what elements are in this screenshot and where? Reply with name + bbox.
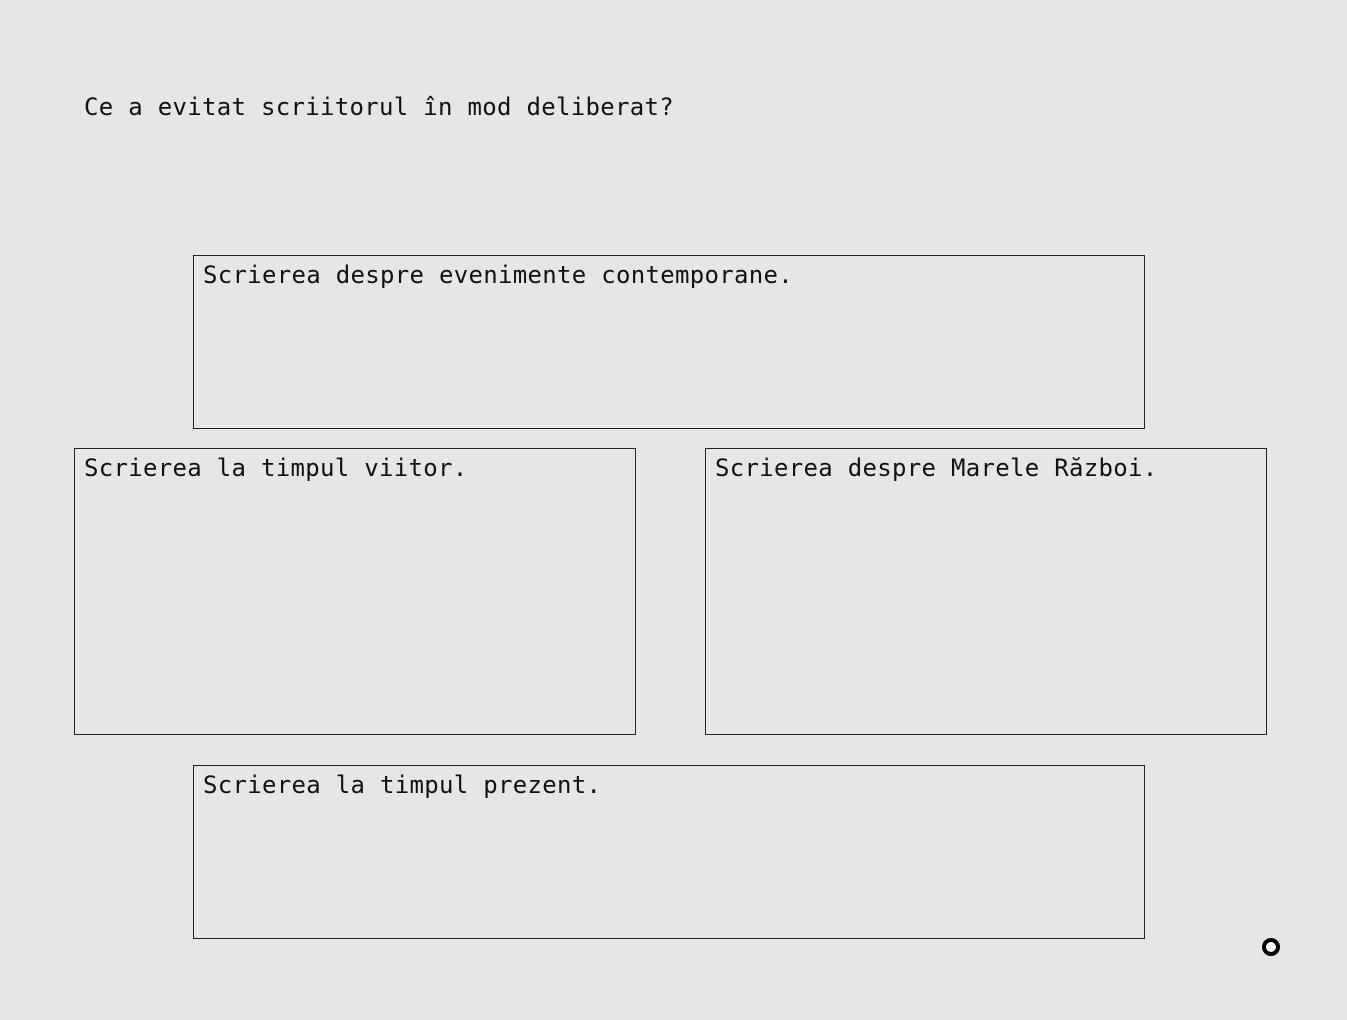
answer-option-3[interactable]: Scrierea despre Marele Război. [705, 448, 1267, 735]
question-text: Ce a evitat scriitorul în mod deliberat? [84, 93, 674, 121]
answer-option-1[interactable]: Scrierea despre evenimente contemporane. [193, 255, 1145, 429]
answer-option-4[interactable]: Scrierea la timpul prezent. [193, 765, 1145, 939]
answer-option-label: Scrierea despre evenimente contemporane. [203, 261, 793, 289]
answer-option-label: Scrierea despre Marele Război. [715, 454, 1158, 482]
answer-option-label: Scrierea la timpul prezent. [203, 771, 602, 799]
answer-option-2[interactable]: Scrierea la timpul viitor. [74, 448, 636, 735]
circle-cursor-icon [1262, 938, 1280, 956]
answer-option-label: Scrierea la timpul viitor. [84, 454, 468, 482]
